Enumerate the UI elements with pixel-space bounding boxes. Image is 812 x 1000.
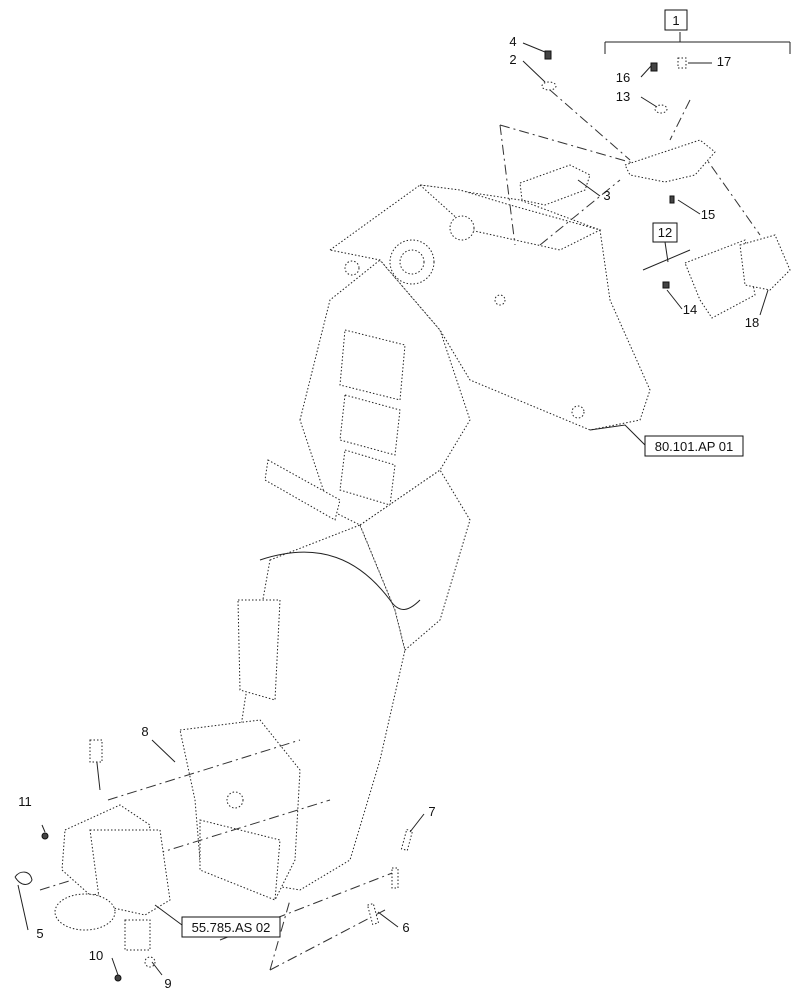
washer-9 [144,956,156,968]
lower-chute-face [199,819,281,901]
washer-2 [541,81,557,91]
pivot-right [449,215,475,241]
housing-pin [571,405,585,419]
reference-lower[interactable]: 55.785.AS 02 [181,916,281,938]
chute-hole [226,791,244,809]
callout-18: 18 [745,315,759,330]
side-window-1 [339,329,406,401]
callout-8: 8 [141,724,148,739]
callout-labels: 4 2 16 17 13 3 15 14 18 8 11 7 5 6 10 9 [18,34,759,991]
reference-box-upper[interactable] [644,435,744,457]
phantom-lines [39,89,761,971]
washer-13 [654,104,668,114]
switch-barrel [54,893,116,931]
side-window-2 [339,394,401,456]
bolt-6 [366,902,380,926]
callout-6: 6 [402,920,409,935]
bracket-group-1: 1 [519,9,791,206]
clip-5 [14,871,33,885]
switch-cylinder [124,919,151,951]
hose [259,551,421,610]
cover-plate [684,239,756,319]
reference-upper-label: 80.101.AP 01 [655,439,734,454]
main-boom-assembly [179,184,651,901]
callout-14: 14 [683,302,697,317]
switch-cover [89,829,171,916]
callout-1: 1 [672,13,679,28]
screw-15 [669,195,675,204]
rivet-11 [41,832,49,840]
callout-12: 12 [658,225,672,240]
bolt-7 [400,828,414,852]
callout-11: 11 [18,794,32,809]
loose-hardware [366,828,414,926]
callout-16: 16 [616,70,630,85]
reference-upper[interactable]: 80.101.AP 01 [644,435,744,457]
pivot-left-inner [399,249,425,275]
bolt-17 [677,57,687,69]
nut-10 [114,974,122,982]
reference-box-lower[interactable] [181,916,281,938]
callout-5: 5 [36,926,43,941]
callout-2: 2 [509,52,516,67]
nut-16 [650,62,658,72]
left-bracket [237,599,281,701]
boom-column-face [359,469,471,651]
side-window-3 [339,449,396,506]
plate-3 [519,164,591,206]
callout-7: 7 [428,804,435,819]
callout-17: 17 [717,54,731,69]
group-1-bracket-line [604,32,791,54]
switch-connector [89,739,103,763]
callout-9: 9 [164,976,171,991]
pivot-pin [344,260,360,276]
callout-3: 3 [603,188,610,203]
callout-10: 10 [89,948,103,963]
bolt-4 [544,50,552,60]
housing-bolt [494,294,506,306]
leader-lines [17,42,769,976]
callout-13: 13 [616,89,630,104]
group-12-bracket-line [642,241,691,271]
mounting-plate [624,139,716,183]
bolt-extra [391,867,399,889]
callout-15: 15 [701,207,715,222]
sensor-18 [739,234,791,291]
sensor-group-12: 12 [642,222,791,319]
reference-lower-label: 55.785.AS 02 [192,920,271,935]
lower-switch-group [14,739,171,982]
callout-box-1 [664,9,688,31]
callout-4: 4 [509,34,516,49]
left-plate [264,459,341,521]
screw-14 [662,281,670,289]
